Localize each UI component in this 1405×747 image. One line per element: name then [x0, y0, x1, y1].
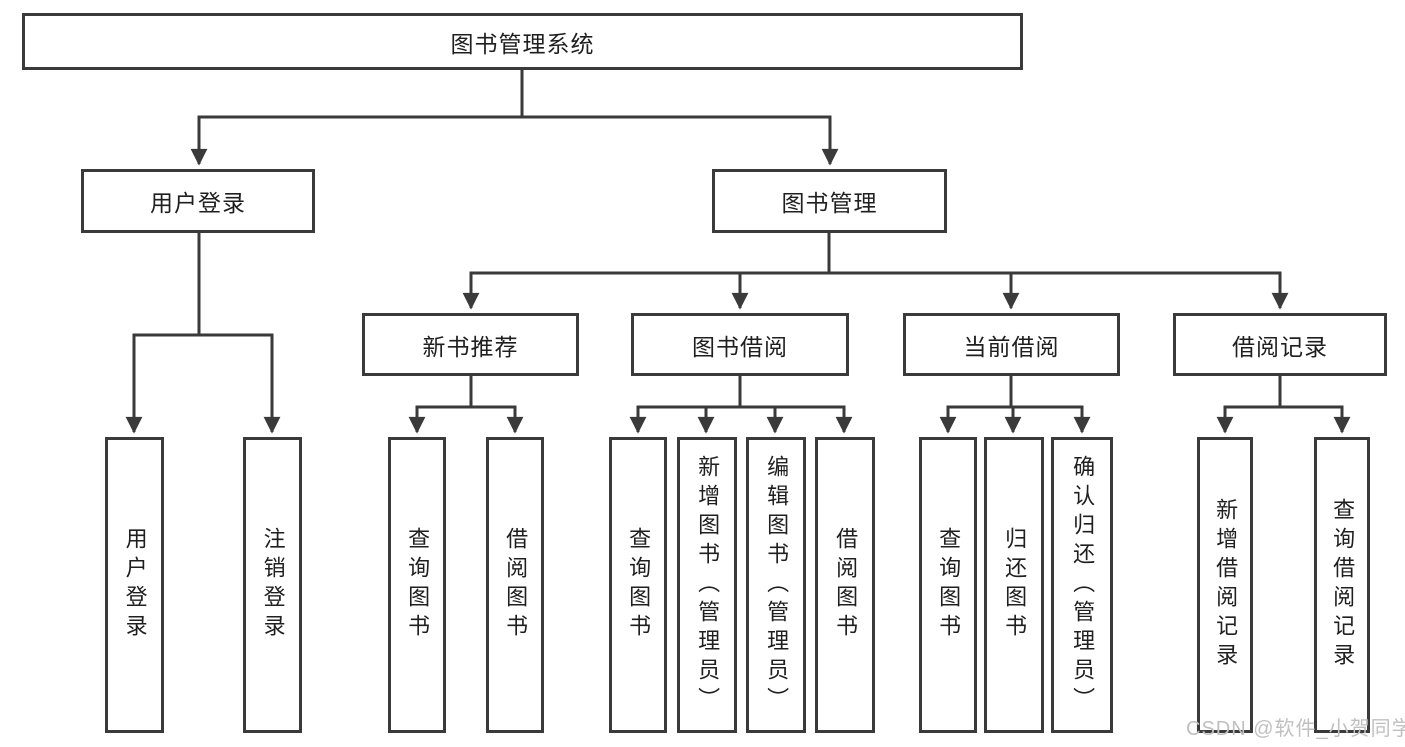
- leaf-label: 注销登录: [260, 527, 286, 643]
- leaf-borrow-books-recommend: 借阅图书: [486, 437, 544, 733]
- node-label: 图书借阅: [692, 333, 788, 360]
- leaf-label: 新增图书（管理员）: [695, 454, 721, 716]
- leaf-label: 查询图书: [626, 527, 652, 643]
- leaf-return-book: 归还图书: [984, 437, 1044, 733]
- node-user-login: 用户登录: [81, 169, 315, 233]
- node-current-borrow: 当前借阅: [903, 313, 1120, 376]
- leaf-query-borrow-record: 查询借阅记录: [1314, 437, 1370, 733]
- node-label: 新书推荐: [422, 333, 519, 360]
- node-borrow-records: 借阅记录: [1173, 313, 1387, 376]
- node-book-borrow: 图书借阅: [631, 313, 849, 376]
- leaf-label: 确认归还（管理员）: [1070, 454, 1096, 716]
- node-book-management: 图书管理: [712, 169, 947, 233]
- leaf-label: 查询借阅记录: [1330, 498, 1356, 672]
- leaf-logout: 注销登录: [243, 437, 302, 733]
- node-label: 当前借阅: [963, 333, 1060, 360]
- leaf-label: 归还图书: [1002, 527, 1028, 643]
- leaf-label: 查询图书: [936, 527, 962, 643]
- node-new-book-recommend: 新书推荐: [362, 313, 579, 376]
- node-label: 用户登录: [150, 190, 246, 216]
- csdn-watermark: CSDN @软件_小贺同学: [1186, 718, 1405, 740]
- node-label: 图书管理系统: [450, 30, 595, 57]
- leaf-query-books-borrow: 查询图书: [609, 437, 667, 733]
- leaf-label: 编辑图书（管理员）: [764, 454, 790, 716]
- leaf-label: 借阅图书: [833, 527, 859, 643]
- leaf-add-book-admin: 新增图书（管理员）: [677, 437, 737, 733]
- leaf-confirm-return-admin: 确认归还（管理员）: [1051, 437, 1113, 733]
- node-label: 借阅记录: [1232, 333, 1328, 360]
- leaf-edit-book-admin: 编辑图书（管理员）: [746, 437, 806, 733]
- leaf-user-login: 用户登录: [105, 437, 164, 733]
- leaf-label: 借阅图书: [503, 527, 529, 643]
- leaf-query-books-recommend: 查询图书: [388, 437, 446, 733]
- node-label: 图书管理: [781, 190, 878, 216]
- leaf-query-books-current: 查询图书: [919, 437, 977, 733]
- leaf-label: 查询图书: [405, 527, 431, 643]
- leaf-label: 用户登录: [122, 527, 148, 643]
- leaf-label: 新增借阅记录: [1213, 498, 1239, 672]
- node-library-system: 图书管理系统: [22, 13, 1023, 70]
- leaf-borrow-books-borrow: 借阅图书: [815, 437, 875, 733]
- leaf-add-borrow-record: 新增借阅记录: [1197, 437, 1253, 733]
